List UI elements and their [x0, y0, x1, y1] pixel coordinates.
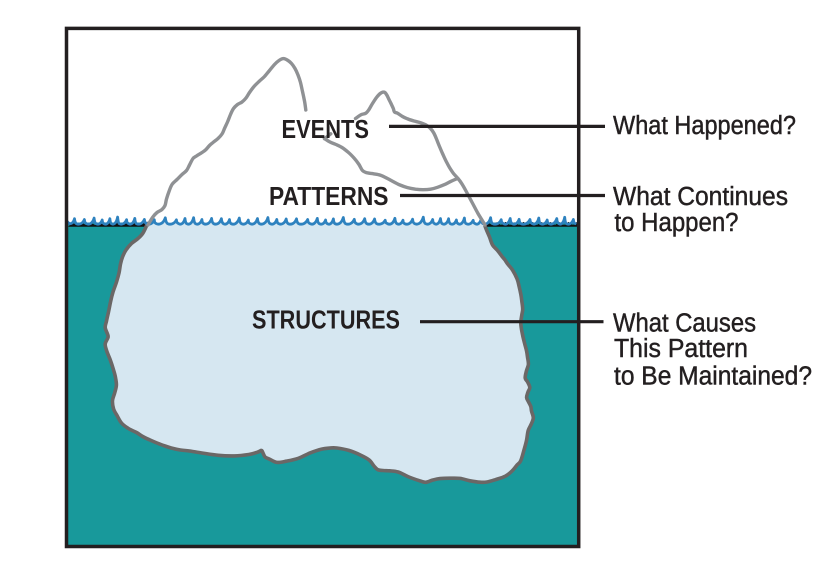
svg-text:What Causes: What Causes	[613, 310, 756, 338]
svg-text:What Happened?: What Happened?	[613, 112, 796, 140]
svg-text:PATTERNS: PATTERNS	[269, 181, 389, 211]
svg-text:What Continues: What Continues	[613, 183, 788, 211]
svg-text:STRUCTURES: STRUCTURES	[252, 305, 400, 335]
svg-text:EVENTS: EVENTS	[282, 114, 370, 144]
svg-text:This Pattern: This Pattern	[614, 335, 748, 363]
svg-text:to Be Maintained?: to Be Maintained?	[614, 363, 812, 391]
svg-text:to Happen?: to Happen?	[615, 209, 739, 237]
